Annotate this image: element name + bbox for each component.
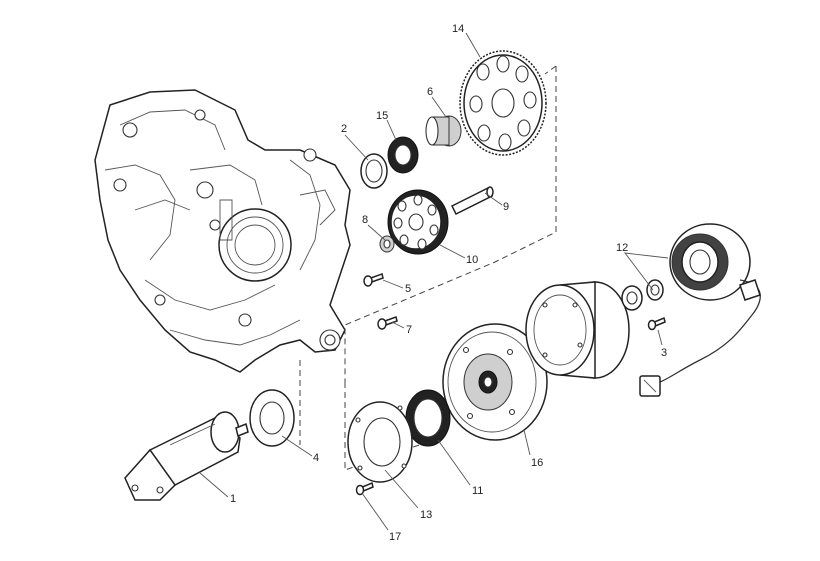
- stator-assembly: [621, 223, 761, 397]
- screw-7: [377, 316, 398, 330]
- callout-13: 13: [420, 509, 432, 521]
- callout-15: 15: [376, 110, 388, 122]
- starter-gasket: [249, 389, 295, 447]
- callout-17: 17: [389, 531, 401, 543]
- roller-bearing: [387, 136, 419, 174]
- callout-8: 8: [362, 214, 368, 226]
- callout-5: 5: [405, 283, 411, 295]
- callout-7: 7: [406, 324, 412, 336]
- callout-12: 12: [616, 242, 628, 254]
- rotor-flywheel: [442, 323, 548, 441]
- callout-14: 14: [452, 23, 464, 35]
- callout-4: 4: [313, 452, 319, 464]
- rotor-housing: [525, 281, 630, 379]
- screw-17: [355, 481, 374, 496]
- callout-11: 11: [472, 485, 483, 497]
- callout-10: 10: [466, 254, 478, 266]
- callout-6: 6: [427, 86, 433, 98]
- thrust-washer: [360, 153, 388, 189]
- callout-16: 16: [531, 457, 543, 469]
- sprag-clutch: [405, 389, 451, 447]
- callout-1: 1: [230, 493, 236, 505]
- leader-lines: [199, 32, 669, 531]
- nut: [379, 235, 395, 253]
- callout-9: 9: [503, 201, 509, 213]
- callout-labels: 1 2 3 4 5 6 7 8 9 10 11 12 13 14 15 16 1…: [230, 23, 667, 543]
- idler-shaft: [450, 186, 494, 216]
- crankcase: [94, 89, 351, 373]
- starter-motor: [124, 411, 249, 501]
- callout-3: 3: [661, 347, 667, 359]
- bushing: [425, 115, 462, 147]
- retaining-plate: [347, 401, 413, 483]
- starter-driven-gear: [459, 50, 547, 156]
- intermediate-gear: [387, 189, 449, 255]
- screw-5: [363, 273, 384, 287]
- callout-2: 2: [341, 123, 347, 135]
